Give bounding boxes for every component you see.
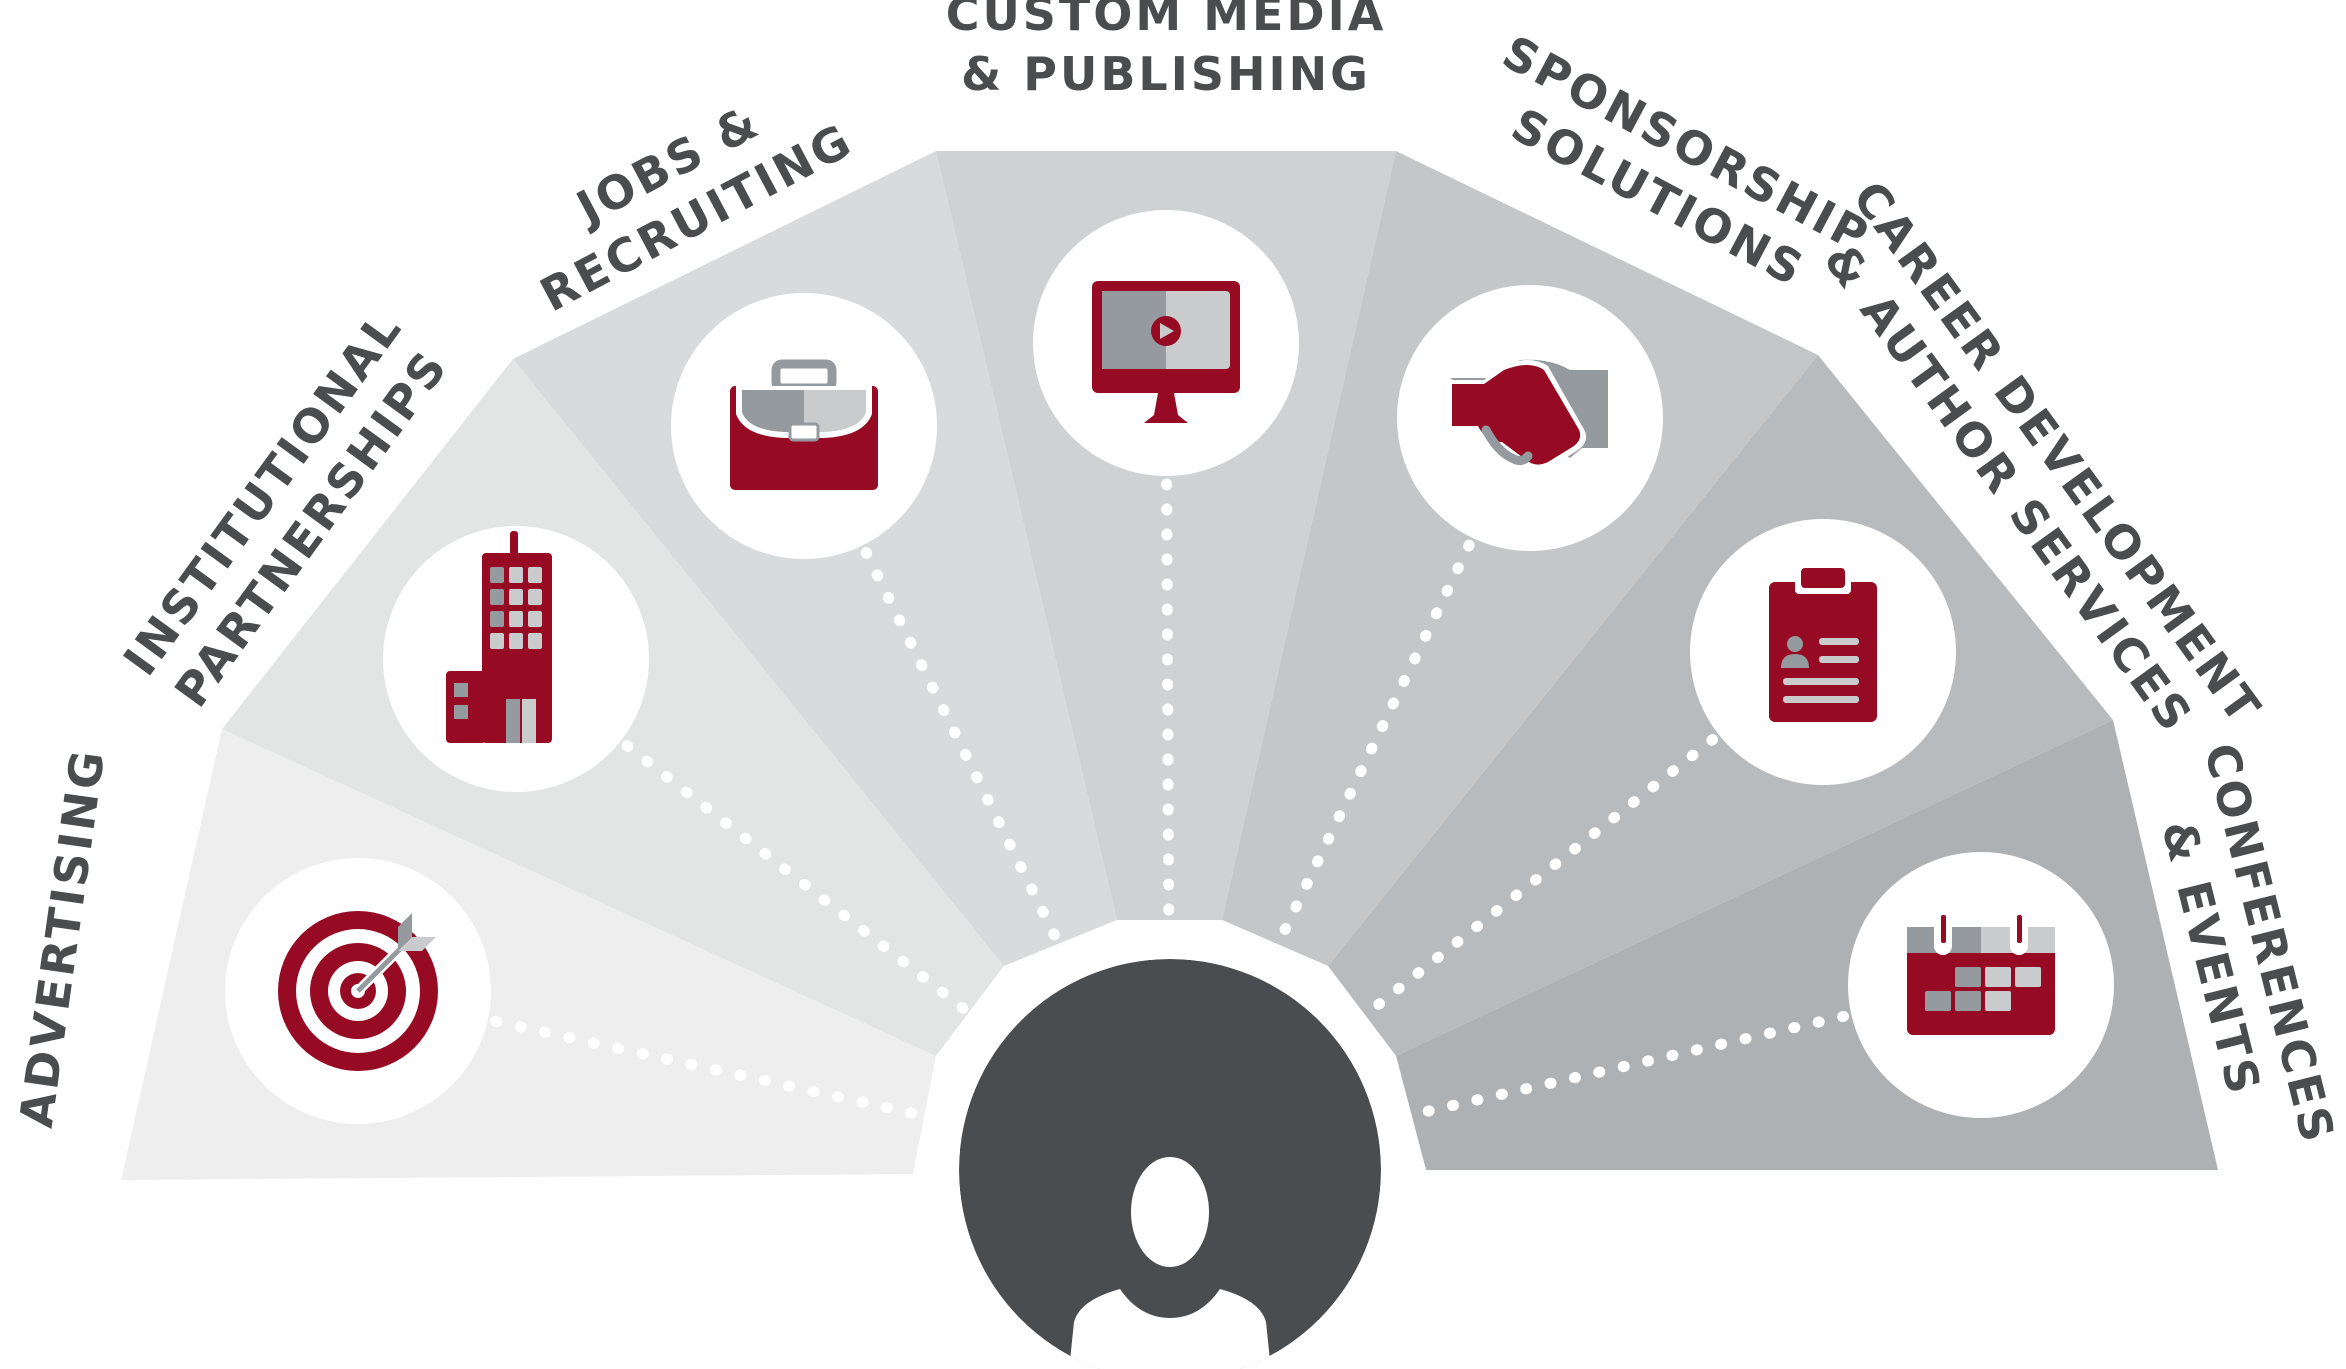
building-icon xyxy=(446,531,552,743)
nodes xyxy=(225,210,2114,1124)
avatar-head xyxy=(1131,1157,1209,1267)
node-jobs-recruiting xyxy=(671,293,937,559)
label-custom-media-publishing: CUSTOM MEDIA & PUBLISHING xyxy=(946,0,1387,101)
clipboard-profile-icon xyxy=(1769,568,1877,722)
connector-institutional-partnerships xyxy=(621,740,987,1028)
node-career-author-services xyxy=(1690,519,1956,785)
label-line: & PUBLISHING xyxy=(961,47,1371,101)
target-icon xyxy=(278,911,438,1071)
connector-custom-media-publishing xyxy=(1161,478,1175,936)
label-line: ADVERTISING xyxy=(9,745,116,1131)
hub xyxy=(913,920,1426,1369)
connector-sponsorship-solutions xyxy=(1268,539,1475,960)
connector-career-author-services xyxy=(1352,734,1719,1027)
connector-jobs-recruiting xyxy=(860,547,1070,961)
calendar-icon xyxy=(1907,915,2055,1035)
avatar-shoulders xyxy=(1068,1289,1272,1369)
label-line: CUSTOM MEDIA xyxy=(946,0,1387,41)
node-institutional-partnerships xyxy=(383,526,649,792)
node-advertising xyxy=(225,858,491,1124)
connectors xyxy=(490,478,1850,1124)
node-conferences-events xyxy=(1848,852,2114,1118)
connector-conferences-events xyxy=(1398,1010,1850,1123)
connector-advertising xyxy=(490,1015,942,1124)
handshake-icon xyxy=(1448,359,1608,471)
node-sponsorship-solutions xyxy=(1397,285,1663,551)
label-advertising: ADVERTISING xyxy=(9,745,116,1131)
segment-sponsorship-solutions xyxy=(1222,151,1818,966)
monitor-play-icon xyxy=(1092,281,1240,423)
user-avatar-icon xyxy=(959,959,1381,1369)
node-custom-media-publishing xyxy=(1033,210,1299,476)
briefcase-icon xyxy=(730,359,878,490)
